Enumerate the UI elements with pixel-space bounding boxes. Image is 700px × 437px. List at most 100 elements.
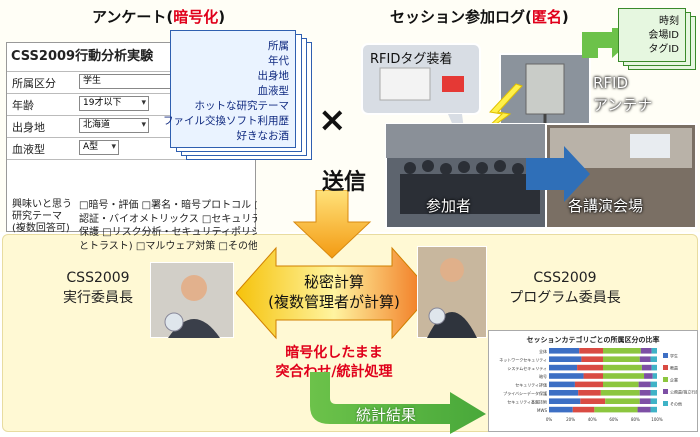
chart-bar-segment: [549, 364, 578, 371]
secure-computation-label: 秘密計算 (複数管理者が計算): [236, 272, 432, 312]
chart-bar-segment: [639, 398, 651, 404]
log-field-item: 会場ID: [648, 30, 679, 41]
rfid-tag-card: [379, 67, 431, 101]
chart-legend-label: 教員: [670, 365, 678, 371]
stats-chart: セッションカテゴリごとの所属区分の比率 全体ネットワークセキュリティシステムセキ…: [488, 330, 700, 432]
left-person-photo: [150, 262, 234, 338]
interest-options[interactable]: □暗号・評価 □署名・暗号プロトコル □ 認証・バイオメトリックス □セキュリテ…: [79, 199, 257, 253]
questionnaire-heading: アンケート(暗号化): [92, 6, 225, 27]
chart-legend-swatch: [663, 365, 668, 370]
hometown-select[interactable]: 北海道: [79, 118, 149, 133]
chart-bar-segment: [549, 348, 580, 354]
interest-option-line[interactable]: とトラスト) □マルウェア対策 □その他: [79, 240, 257, 252]
secure-computation-line2: (複数管理者が計算): [268, 293, 400, 311]
chart-bar-segment: [603, 364, 642, 371]
encrypted-processing-line2: 突合わせ/統計処理: [275, 364, 393, 380]
encrypted-processing-label: 暗号化したまま 突合わせ/統計処理: [244, 344, 424, 382]
antenna-device: [525, 63, 565, 115]
field-item: ホットな研究テーマ: [194, 100, 290, 112]
field-item: 血液型: [257, 85, 290, 97]
questionnaire-heading-text: アンケート(: [92, 8, 174, 26]
antenna-label-line1: RFID: [593, 74, 629, 92]
chart-category-label: セキュリティ評価: [515, 382, 547, 388]
field-item: 好きなお酒: [236, 130, 290, 142]
antenna-label-line2: アンテナ: [593, 96, 653, 114]
field-item: 年代: [268, 55, 289, 67]
form-row: 年齢 19才以下: [7, 93, 255, 114]
blood-type-select[interactable]: A型: [79, 140, 119, 155]
chart-legend-swatch: [663, 377, 668, 382]
venues-label: 各講演会場: [568, 197, 644, 215]
interest-option-line[interactable]: 保護 □リスク分析・セキュリティポリシー: [79, 227, 257, 238]
interest-option-line[interactable]: □暗号・評価 □署名・暗号プロトコル □: [79, 200, 257, 211]
session-photos: [361, 28, 697, 229]
chart-bar-segment: [650, 390, 657, 396]
send-arrow: [292, 190, 372, 259]
chart-bar-segment: [549, 406, 573, 413]
chart-xtick-label: 60%: [609, 417, 618, 422]
double-arrow-shape: [236, 246, 432, 340]
log-field-item: 時刻: [659, 16, 679, 27]
chart-bar-segment: [583, 373, 603, 379]
chart-legend-label: 学生: [670, 353, 678, 359]
chart-bar-segment: [650, 406, 657, 413]
chart-xtick-label: 20%: [566, 417, 575, 422]
session-log-heading: セッション参加ログ(匿名): [390, 6, 569, 27]
participants-crowd: [400, 160, 540, 214]
left-person-line2: 実行委員長: [63, 290, 133, 306]
chart-bar-segment: [652, 373, 657, 379]
chart-bar-segment: [603, 348, 641, 354]
interest-option-line[interactable]: 認証・バイオメトリックス □セキュリティ設: [79, 213, 257, 225]
session-log-heading-text: セッション参加ログ(: [390, 8, 532, 26]
chart-legend-swatch: [663, 401, 668, 406]
chart-bar-segment: [549, 356, 582, 362]
stats-arrow-shape: [310, 372, 486, 434]
age-select[interactable]: 19才以下: [79, 96, 149, 111]
form-row-label: 年齢: [12, 99, 34, 112]
chart-xtick-label: 80%: [631, 417, 640, 422]
right-person-line1: CSS2009: [533, 270, 597, 286]
questionnaire-heading-red: 暗号化: [173, 8, 219, 26]
chart-bar-segment: [600, 390, 640, 396]
chart-category-label: プライバシーデータ保護: [503, 390, 547, 396]
chart-bar-segment: [644, 373, 653, 379]
chart-bar-segment: [639, 356, 651, 362]
chart-bar-segment: [637, 406, 651, 413]
chart-bar-segment: [549, 390, 579, 396]
chart-bar-segment: [577, 364, 603, 371]
chart-title: セッションカテゴリごとの所属区分の比率: [527, 335, 660, 344]
chart-bar-segment: [603, 356, 640, 362]
encrypted-field-list: 所属 年代 出身地 血液型 ホットな研究テーマ ファイル交換ソフト利用歴 好きな…: [163, 39, 289, 144]
chart-bar-segment: [603, 381, 639, 388]
chart-bar-segment: [640, 348, 652, 354]
to-venue-arrow: [526, 146, 590, 202]
rfid-tag-label: RFIDタグ装着: [370, 52, 453, 67]
participants-photo-ceiling: [386, 124, 548, 158]
chart-legend-label: その他: [670, 401, 682, 407]
chart-bar-segment: [581, 356, 603, 362]
rfid-tag-red-label: [442, 76, 464, 92]
chart-bar-segment: [572, 406, 595, 413]
chart-category-label: セキュリティ基盤技術: [507, 398, 547, 404]
chart-legend-label: 公務員/独立行政法人: [670, 389, 697, 395]
chart-bar-segment: [549, 381, 575, 388]
send-label: 送信: [322, 170, 367, 195]
chart-legend-swatch: [663, 389, 668, 394]
stats-label: 統計結果: [356, 406, 417, 424]
chart-category-label: MWS: [537, 408, 547, 413]
participants-label: 参加者: [426, 197, 472, 215]
encrypted-processing-line1: 暗号化したまま: [285, 345, 383, 361]
log-field-item: タグID: [648, 44, 679, 55]
form-row: [7, 159, 255, 231]
form-title: CSS2009行動分析実験: [11, 49, 154, 64]
form-row-label: 所属区分: [12, 77, 56, 90]
chart-bar-segment: [603, 373, 645, 379]
field-item: 所属: [268, 40, 289, 52]
chart-bar-segment: [549, 373, 584, 379]
stats-chart-svg: セッションカテゴリごとの所属区分の比率 全体ネットワークセキュリティシステムセキ…: [499, 335, 700, 422]
interest-label: 興味いと思う研究テーマ(複数回答可): [12, 199, 72, 234]
chart-bar-segment: [578, 390, 601, 396]
right-person-photo: [417, 246, 487, 338]
form-row-label: 出身地: [12, 121, 45, 134]
